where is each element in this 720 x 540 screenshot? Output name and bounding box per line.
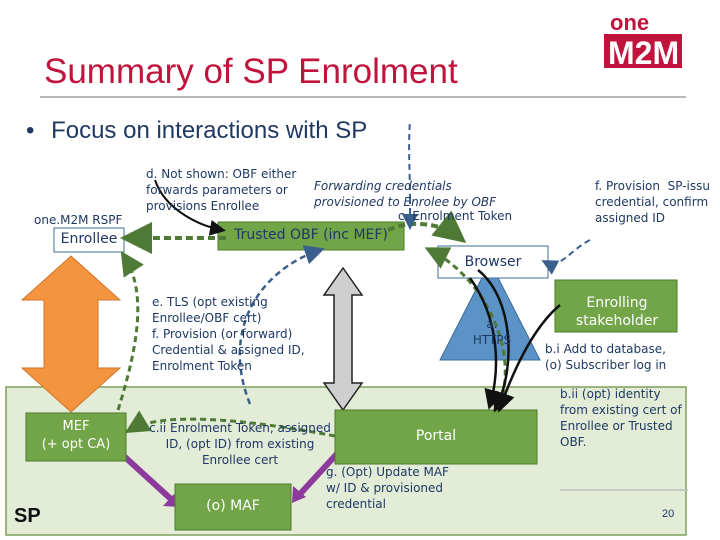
browser-label: Browser [464, 254, 522, 270]
enrolment-token-to-obf-arrow [238, 245, 325, 405]
note-c: c. Enrolment Token [398, 209, 513, 223]
mef-to-enrollee-arrow [116, 250, 144, 411]
obf-to-browser-arrow [387, 210, 467, 243]
note-b-i: b.i Add to database, (o) Subscriber log … [545, 342, 667, 372]
provision-sp-arrow [541, 239, 591, 275]
note-rsp: one.M2M RSPF [34, 213, 123, 227]
logo-block [604, 34, 682, 68]
note-d: d. Not shown: OBF either forwards parame… [146, 167, 297, 213]
bullet-point: • Focus on interactions with SP [26, 117, 367, 145]
page-number: 20 [662, 508, 675, 520]
enrollee-box [53, 227, 125, 253]
enrolment-token-line [408, 119, 411, 201]
portal-box [334, 409, 538, 465]
enrollee-label: Enrollee [60, 231, 118, 247]
portal-label: Portal [415, 428, 457, 444]
enrollee-mef-arrow [20, 255, 122, 413]
title-divider [40, 96, 686, 98]
maf-box [174, 483, 292, 531]
note-e: e. TLS (opt existing Enrollee/OBF cert) … [152, 295, 305, 373]
https-triangle [439, 260, 541, 361]
note-d-arrow [154, 179, 226, 236]
bullet-dot-icon: • [26, 117, 35, 144]
sp-label: SP [14, 505, 41, 527]
obf-portal-arrow [322, 266, 364, 412]
note-f-sp: f. Provision SP-issu credential, confirm… [595, 179, 710, 225]
enrolling-stakeholder-box [554, 279, 678, 333]
onem2m-logo: one M2M [600, 8, 686, 70]
note-b-ii: b.ii (opt) identity from existing cert o… [560, 387, 682, 449]
trusted-obf-label: Trusted OBF (inc MEF) [234, 227, 388, 243]
maf-label: (o) MAF [206, 498, 260, 514]
logo-text-top: one [610, 10, 649, 35]
note-forwarding: Forwarding credentials provisioned to En… [314, 179, 497, 209]
mef-label: MEF (+ opt CA) [41, 419, 111, 452]
bullet-text: Focus on interactions with SP [51, 117, 368, 144]
logo-text-bottom: M2M [608, 35, 679, 70]
https-label: a. HTTPS [472, 317, 512, 347]
mef-box [25, 412, 127, 462]
portal-to-mef-arrow [124, 410, 336, 438]
note-g: g. (Opt) Update MAF w/ ID & provisioned … [326, 465, 449, 511]
slide-title: Summary of SP Enrolment [44, 52, 458, 91]
enrolling-stakeholder-label: Enrolling stakeholder [575, 295, 659, 329]
stakeholder-to-portal-arrow [495, 304, 561, 413]
note-c-ii: c.ii Enrolment Token, assigned ID, (opt … [149, 421, 331, 467]
browser-to-portal-arrow-1 [468, 277, 504, 410]
